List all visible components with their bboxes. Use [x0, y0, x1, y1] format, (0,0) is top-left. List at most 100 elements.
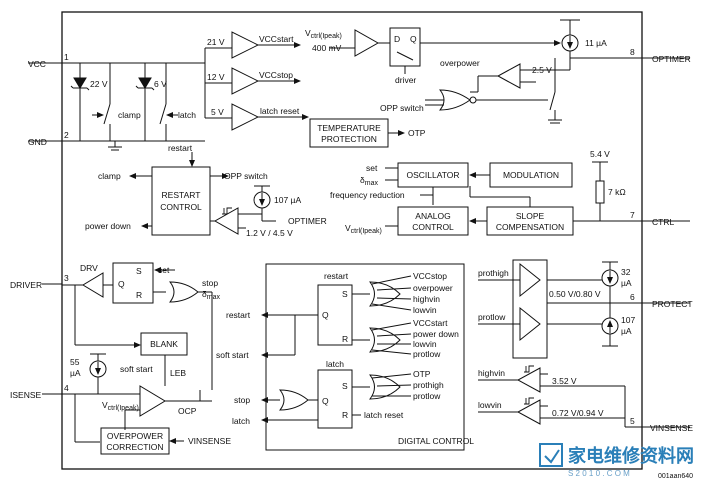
temp-protection-block: TEMPERATURE [317, 123, 381, 133]
vctrl-label: Vctrl(Ipeak) [102, 400, 139, 412]
digital-control-title: DIGITAL CONTROL [398, 436, 474, 446]
pin-isense: ISENSE [10, 390, 42, 400]
chip-outline [61, 11, 643, 470]
slope-compensation-block: SLOPE [516, 211, 545, 221]
latch-q: Q [410, 34, 417, 44]
overpower-correction-block: OVERPOWER [107, 431, 163, 441]
current-unit: µA [70, 368, 81, 378]
latch-r: R [342, 334, 348, 344]
otp-label: OTP [408, 128, 426, 138]
restart-control-block: CONTROL [160, 202, 202, 212]
current-unit: µA [621, 278, 632, 288]
or-input: overpower [413, 283, 453, 293]
comp-output: VCCstart [259, 34, 294, 44]
pin-protect: PROTECT [652, 299, 693, 309]
vinsense-input: VINSENSE [188, 436, 231, 446]
resistor-label: 7 kΩ [608, 187, 626, 197]
restart-input: restart [168, 143, 193, 153]
current-unit: µA [621, 326, 632, 336]
ref-label: 21 V [207, 37, 225, 47]
pin-number: 5 [630, 416, 635, 426]
ocp-label: OCP [178, 406, 197, 416]
or-input: OTP [413, 369, 431, 379]
or-input: highvin [413, 294, 440, 304]
or-input: VCCstart [413, 318, 448, 328]
analog-control-block: ANALOG [415, 211, 450, 221]
comp-output: latch reset [260, 106, 300, 116]
pin-number: 8 [630, 47, 635, 57]
freq-reduction-label: frequency reduction [330, 190, 405, 200]
dmax-label: δmax [202, 289, 220, 301]
watermark-logo: 家电维修资料网 S 2 0 1 0 . C O M [539, 443, 694, 478]
soft-start-label: soft start [120, 364, 153, 374]
pin-number: 1 [64, 52, 69, 62]
set-label: set [366, 163, 378, 173]
driver-label: driver [395, 75, 416, 85]
ref-label: 0.72 V/0.94 V [552, 408, 604, 418]
prothigh-label: prothigh [478, 268, 509, 278]
pin-number: 2 [64, 130, 69, 140]
watermark-sub: S 2 0 1 0 . C O M [568, 469, 630, 478]
latch-output: latch [232, 416, 250, 426]
clamp-label: clamp [118, 110, 141, 120]
ref-label: 400 mV [312, 43, 342, 53]
oscillator-block: OSCILLATOR [406, 170, 459, 180]
current-label: 11 µA [585, 38, 607, 48]
or-input: protlow [413, 391, 441, 401]
pin-number: 4 [64, 383, 69, 393]
or-input: lowvin [413, 305, 437, 315]
soft-start-output: soft start [216, 350, 249, 360]
stop-label: stop [202, 278, 218, 288]
leb-label: LEB [170, 368, 186, 378]
pin-ctrl: CTRL [652, 217, 674, 227]
current-label: 107 [621, 315, 635, 325]
current-label: 32 [621, 267, 631, 277]
set-label: set [158, 265, 170, 275]
pin-optimer: OPTIMER [652, 54, 691, 64]
latch-s: S [342, 381, 348, 391]
or-input: power down [413, 329, 459, 339]
overpower-label: overpower [440, 58, 480, 68]
or-input: VCCstop [413, 271, 447, 281]
pin-number: 7 [630, 210, 635, 220]
power-down-output: power down [85, 221, 131, 231]
overpower-correction-block: CORRECTION [106, 442, 163, 452]
voltage-label: 5.4 V [590, 149, 610, 159]
pin-driver: DRIVER [10, 280, 42, 290]
ref-label: 0.50 V/0.80 V [549, 289, 601, 299]
latch-reset-label: latch reset [364, 410, 404, 420]
current-label: 107 µA [274, 195, 301, 205]
vctrl-label: Vctrl(Ipeak) [345, 223, 382, 235]
ref-label: 1.2 V / 4.5 V [246, 228, 293, 238]
blank-block: BLANK [150, 339, 178, 349]
latch-q: Q [118, 279, 125, 289]
pin-number: 3 [64, 273, 69, 283]
ref-label: 12 V [207, 72, 225, 82]
pin-vinsense: VINSENSE [650, 423, 693, 433]
clamp-output: clamp [98, 171, 121, 181]
latch-s: S [136, 266, 142, 276]
restart-label: restart [324, 271, 349, 281]
restart-control-block: RESTART [162, 190, 201, 200]
ref-label: 3.52 V [552, 376, 577, 386]
or-input: protlow [413, 349, 441, 359]
pin-gnd: GND [28, 137, 47, 147]
zener-label: 6 V [154, 79, 167, 89]
latch-q: Q [322, 310, 329, 320]
drv-label: DRV [80, 263, 98, 273]
lowvin-label: lowvin [478, 400, 502, 410]
highvin-label: highvin [478, 368, 505, 378]
optimer-input: OPTIMER [288, 216, 327, 226]
opp-switch-output: OPP switch [224, 171, 268, 181]
latch-label: latch [326, 359, 344, 369]
or-input: lowvin [413, 339, 437, 349]
comp-output: VCCstop [259, 70, 293, 80]
latch-q: Q [322, 396, 329, 406]
modulation-block: MODULATION [503, 170, 559, 180]
temp-protection-block: PROTECTION [321, 134, 377, 144]
restart-output: restart [226, 310, 251, 320]
latch-r: R [136, 290, 142, 300]
pin-vcc: VCC [28, 59, 46, 69]
pin-number: 6 [630, 292, 635, 302]
